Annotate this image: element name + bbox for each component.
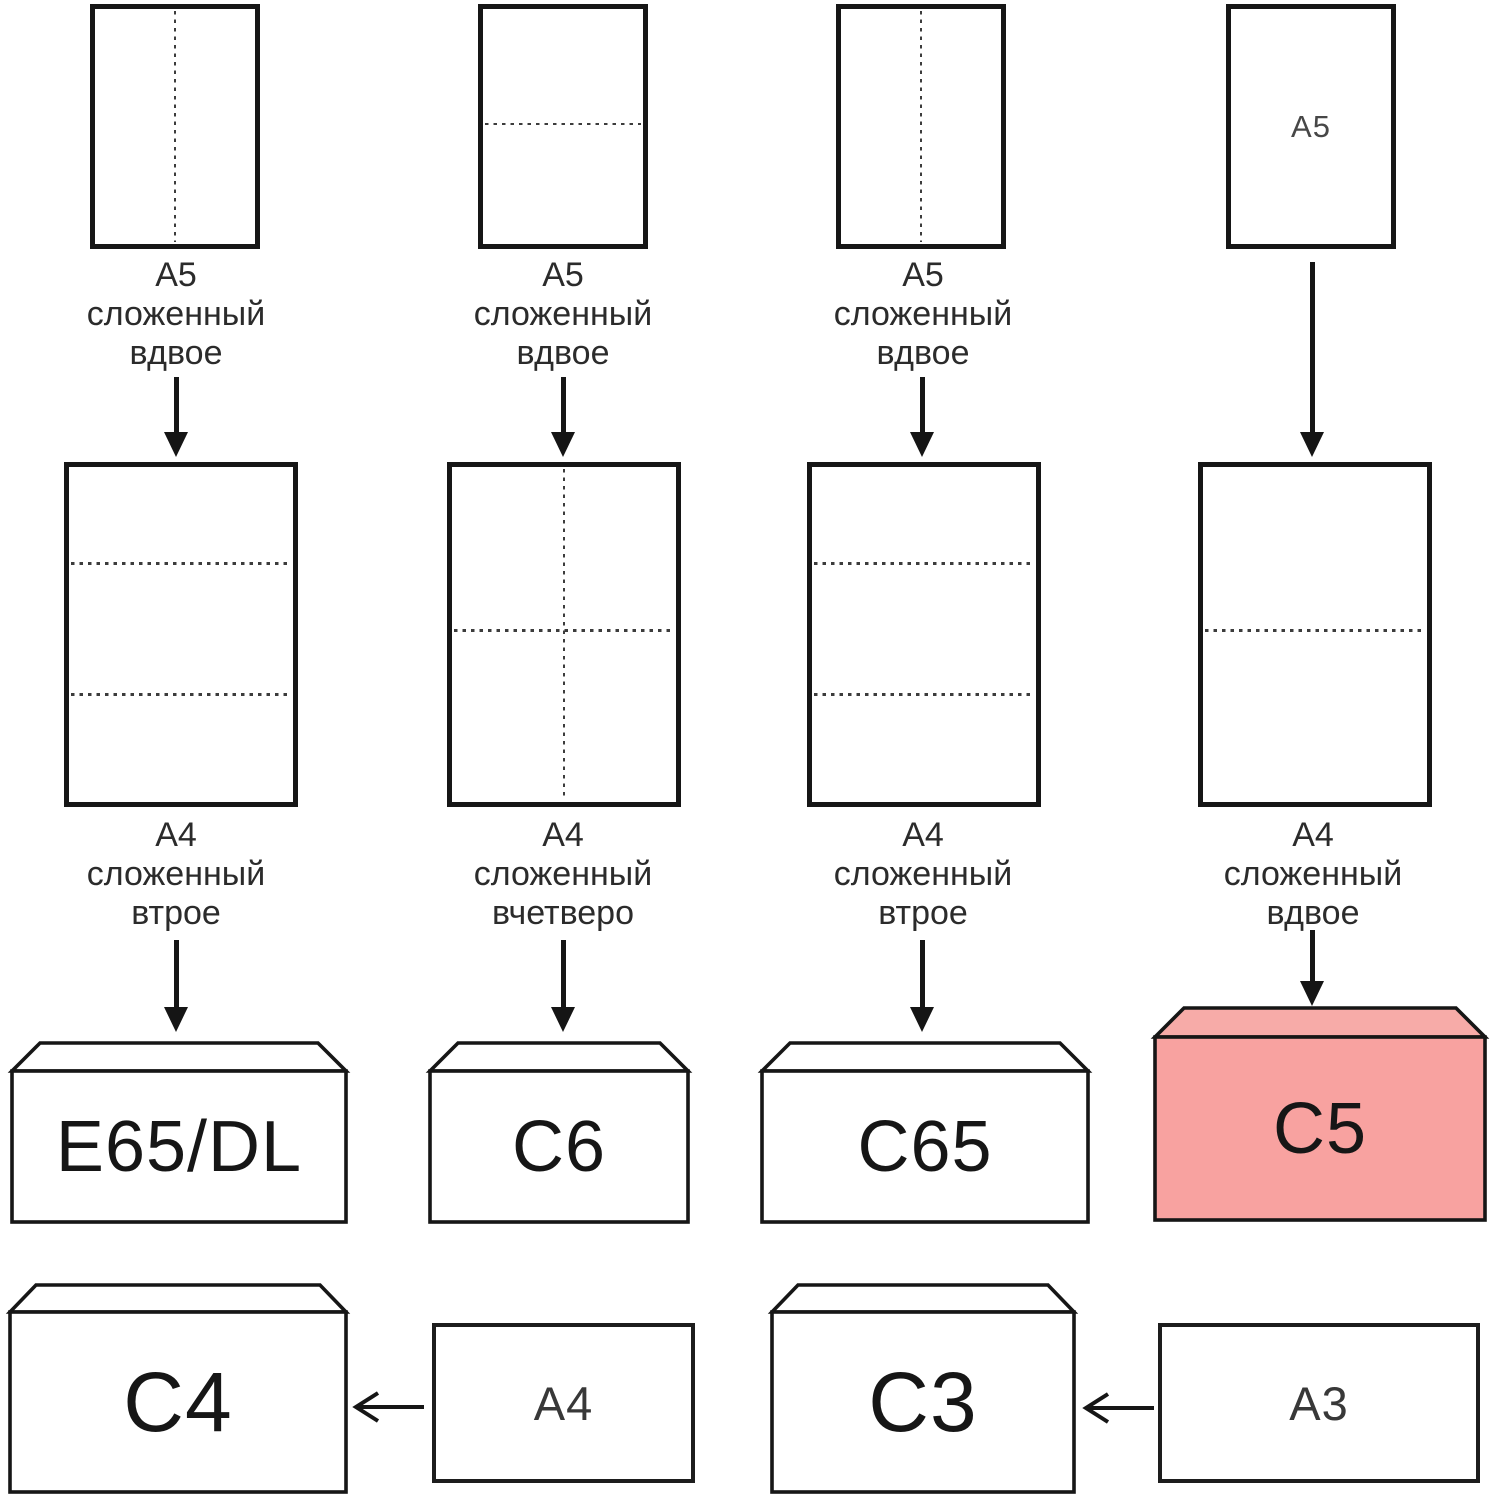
- down-arrow-head: [910, 432, 934, 457]
- envelope-outline: [7, 1041, 351, 1224]
- a4-paper: [447, 462, 681, 807]
- envelope-label: C5: [1272, 1088, 1368, 1169]
- envelope-label: E65/DL: [55, 1106, 303, 1187]
- a4-sheet: A4: [432, 1323, 695, 1483]
- sheet-label: A4: [533, 1376, 594, 1430]
- envelope-e65dl: E65/DL: [7, 1041, 351, 1224]
- down-arrow: [174, 377, 179, 433]
- fold-line-horizontal: [814, 562, 1034, 565]
- fold-line-horizontal: [454, 629, 674, 632]
- caption-line: сложенный: [86, 855, 266, 893]
- caption-line: A4: [1292, 816, 1334, 854]
- down-arrow-head: [910, 1007, 934, 1032]
- caption-line: сложенный: [833, 855, 1013, 893]
- a5-paper: [478, 4, 648, 249]
- caption-line: A4: [542, 816, 584, 854]
- envelope-label: C65: [857, 1106, 993, 1187]
- a4-paper: [64, 462, 298, 807]
- caption-line: вдвое: [1266, 894, 1360, 932]
- down-arrow-head: [1300, 432, 1324, 457]
- caption-line: A4: [902, 816, 944, 854]
- caption-line: сложенный: [1223, 855, 1403, 893]
- envelope-c3: C3: [767, 1283, 1079, 1494]
- caption-line: сложенный: [86, 295, 266, 333]
- fold-line-horizontal: [1205, 629, 1425, 632]
- caption-line: вчетверо: [491, 894, 634, 932]
- down-arrow: [174, 940, 179, 1008]
- envelope-c5: C5: [1150, 1006, 1490, 1222]
- envelope-c6: C6: [425, 1041, 693, 1224]
- down-arrow: [1310, 262, 1315, 433]
- fold-line-horizontal: [485, 122, 641, 125]
- envelope-outline: [1150, 1006, 1490, 1222]
- down-arrow-head: [551, 432, 575, 457]
- left-arrow: [348, 1387, 428, 1432]
- caption-line: вдвое: [876, 334, 970, 372]
- envelope-outline: [757, 1041, 1093, 1224]
- a5-caption: A5 сложенный вдвое: [6, 256, 346, 373]
- envelope-label: C3: [868, 1354, 978, 1449]
- a5-paper-plain: A5: [1226, 4, 1396, 249]
- caption-line: сложенный: [473, 295, 653, 333]
- caption-line: A4: [155, 816, 197, 854]
- paper-size-label: A5: [1291, 108, 1331, 144]
- a4-caption: A4 сложенный вчетверо: [393, 816, 733, 933]
- envelope-label: C4: [123, 1354, 233, 1449]
- down-arrow-head: [1300, 981, 1324, 1006]
- caption-line: сложенный: [473, 855, 653, 893]
- down-arrow-head: [551, 1007, 575, 1032]
- down-arrow: [561, 377, 566, 433]
- caption-line: вдвое: [516, 334, 610, 372]
- fold-line-horizontal: [71, 562, 291, 565]
- down-arrow: [920, 940, 925, 1008]
- caption-line: втрое: [878, 894, 968, 932]
- fold-line-vertical: [563, 469, 566, 800]
- down-arrow-head: [164, 432, 188, 457]
- caption-line: втрое: [131, 894, 221, 932]
- a4-caption: A4 сложенный вдвое: [1143, 816, 1483, 933]
- caption-line: A5: [155, 256, 197, 294]
- fold-line-vertical: [174, 11, 177, 242]
- caption-line: сложенный: [833, 295, 1013, 333]
- envelope-c4: C4: [5, 1283, 351, 1494]
- down-arrow-head: [164, 1007, 188, 1032]
- caption-line: A5: [902, 256, 944, 294]
- sheet-label: A3: [1289, 1376, 1349, 1430]
- a4-paper: [1198, 462, 1432, 807]
- down-arrow: [561, 940, 566, 1008]
- a5-caption: A5 сложенный вдвое: [393, 256, 733, 373]
- a4-paper: [807, 462, 1041, 807]
- envelope-outline: [767, 1283, 1079, 1494]
- a5-paper: [90, 4, 260, 249]
- fold-line-horizontal: [71, 693, 291, 696]
- a4-caption: A4 сложенный втрое: [753, 816, 1093, 933]
- envelope-label: C6: [511, 1106, 607, 1187]
- a5-caption: A5 сложенный вдвое: [753, 256, 1093, 373]
- fold-line-vertical: [920, 11, 923, 242]
- left-arrow: [1078, 1388, 1158, 1433]
- a5-paper: [836, 4, 1006, 249]
- a4-caption: A4 сложенный втрое: [6, 816, 346, 933]
- envelope-outline: [425, 1041, 693, 1224]
- caption-line: A5: [542, 256, 584, 294]
- envelope-c65: C65: [757, 1041, 1093, 1224]
- a3-sheet: A3: [1158, 1323, 1480, 1483]
- down-arrow: [920, 377, 925, 433]
- caption-line: вдвое: [129, 334, 223, 372]
- fold-line-horizontal: [814, 693, 1034, 696]
- envelope-outline: [5, 1283, 351, 1494]
- down-arrow: [1310, 930, 1315, 982]
